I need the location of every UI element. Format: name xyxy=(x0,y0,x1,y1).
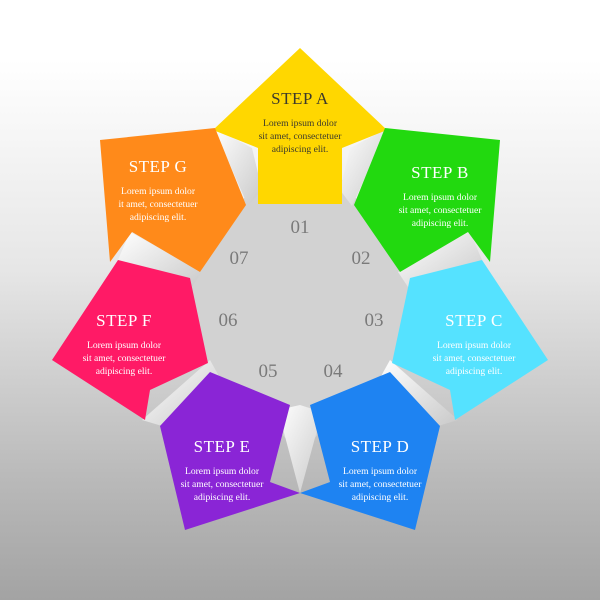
step-b-line-3: adipiscing elit. xyxy=(412,218,469,229)
step-f-line-3: adipiscing elit. xyxy=(96,366,153,377)
step-e-label: STEP E Lorem ipsum dolor sit amet, conse… xyxy=(181,437,265,503)
step-d-line-1: Lorem ipsum dolor xyxy=(343,466,418,477)
step-a-label: STEP A Lorem ipsum dolor sit amet, conse… xyxy=(259,89,343,155)
step-a-line-1: Lorem ipsum dolor xyxy=(263,118,338,129)
step-e-title: STEP E xyxy=(194,437,251,456)
step-c-label: STEP C Lorem ipsum dolor sit amet, conse… xyxy=(433,311,517,377)
step-c-line-3: adipiscing elit. xyxy=(446,366,503,377)
gap-bc xyxy=(398,232,482,290)
step-g-line-3: adipiscing elit. xyxy=(130,212,187,223)
step-a-arrow xyxy=(213,48,387,204)
step-g-label: STEP G Lorem ipsum dolor it amet, consec… xyxy=(118,157,198,223)
step-d-label: STEP D Lorem ipsum dolor sit amet, conse… xyxy=(339,437,423,503)
center-hub xyxy=(190,180,410,455)
number-05: 05 xyxy=(259,361,278,382)
step-f-line-2: sit amet, consectetuer xyxy=(83,353,167,364)
step-f-title: STEP F xyxy=(96,311,152,330)
number-06: 06 xyxy=(219,310,238,331)
number-03: 03 xyxy=(365,310,384,331)
step-e-line-1: Lorem ipsum dolor xyxy=(185,466,260,477)
step-c-line-2: sit amet, consectetuer xyxy=(433,353,517,364)
gap-ag xyxy=(214,128,262,206)
step-a-title: STEP A xyxy=(271,89,329,108)
gap-fg xyxy=(118,232,202,290)
number-02: 02 xyxy=(352,248,371,269)
step-f-arrow xyxy=(52,260,208,420)
step-b-label: STEP B Lorem ipsum dolor sit amet, conse… xyxy=(399,163,483,229)
step-c-line-1: Lorem ipsum dolor xyxy=(437,340,512,351)
step-d-title: STEP D xyxy=(351,437,410,456)
step-c-title: STEP C xyxy=(445,311,503,330)
step-d-arrow xyxy=(300,372,440,530)
step-g-line-1: Lorem ipsum dolor xyxy=(121,186,196,197)
number-04: 04 xyxy=(324,361,344,382)
step-d-line-2: sit amet, consectetuer xyxy=(339,479,423,490)
gap-ab xyxy=(340,128,388,206)
step-g-line-2: it amet, consectetuer xyxy=(118,199,198,210)
gap-de xyxy=(278,405,322,493)
step-f-line-1: Lorem ipsum dolor xyxy=(87,340,162,351)
step-d-line-3: adipiscing elit. xyxy=(352,492,409,503)
step-b-line-2: sit amet, consectetuer xyxy=(399,205,483,216)
gap-cd xyxy=(380,360,458,426)
gap-ef xyxy=(142,360,220,426)
step-e-line-3: adipiscing elit. xyxy=(194,492,251,503)
step-e-arrow xyxy=(160,372,300,530)
step-b-title: STEP B xyxy=(411,163,469,182)
step-e-line-2: sit amet, consectetuer xyxy=(181,479,265,490)
step-g-arrow xyxy=(100,128,246,272)
step-b-arrow xyxy=(354,128,500,272)
step-a-line-3: adipiscing elit. xyxy=(272,144,329,155)
step-g-title: STEP G xyxy=(129,157,188,176)
number-01: 01 xyxy=(291,217,310,238)
step-b-line-1: Lorem ipsum dolor xyxy=(403,192,478,203)
step-c-arrow xyxy=(392,260,548,420)
step-f-label: STEP F Lorem ipsum dolor sit amet, conse… xyxy=(83,311,167,377)
step-a-line-2: sit amet, consectetuer xyxy=(259,131,343,142)
number-07: 07 xyxy=(230,248,249,269)
